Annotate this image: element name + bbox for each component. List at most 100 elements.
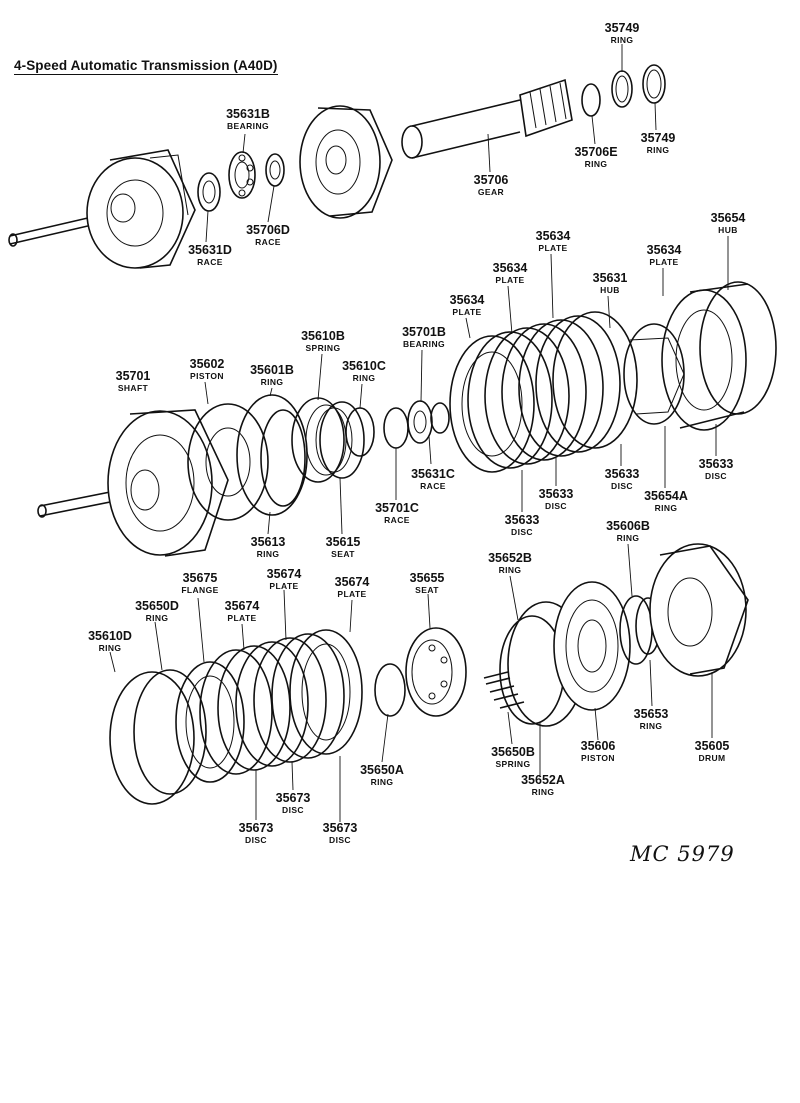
- part-number: 35706D: [246, 223, 290, 237]
- rings-35749: [611, 64, 666, 108]
- part-number: 35605: [694, 739, 730, 753]
- part-name: RACE: [420, 480, 446, 491]
- part-number: 35701C: [375, 501, 419, 515]
- part-number: 35650B: [491, 745, 535, 759]
- part-number: 35655: [409, 571, 445, 585]
- part-name: RING: [98, 642, 122, 653]
- clutch-pack-middle: [449, 311, 638, 473]
- part-name: RACE: [255, 236, 281, 247]
- race-35631d: [197, 172, 221, 212]
- part-number: 35634: [646, 243, 682, 257]
- part-name: PLATE: [452, 306, 482, 317]
- seat-35655: [405, 627, 467, 717]
- part-name: SEAT: [415, 584, 439, 595]
- part-number: 35654A: [644, 489, 688, 503]
- part-number: 35633: [604, 467, 640, 481]
- ring-35650a: [374, 663, 406, 717]
- part-number: 35633: [504, 513, 540, 527]
- part-name: SPRING: [305, 342, 341, 353]
- part-name: DISC: [329, 834, 351, 845]
- part-number: 35652B: [488, 551, 532, 565]
- part-number: 35633: [538, 487, 574, 501]
- part-name: RING: [352, 372, 376, 383]
- rings-35601b-35613: [236, 394, 308, 516]
- part-number: 35615: [325, 535, 361, 549]
- ring-35610d: [109, 671, 195, 805]
- part-number: 35610B: [301, 329, 345, 343]
- part-number: 35673: [238, 821, 274, 835]
- part-name: DISC: [282, 804, 304, 815]
- part-number: 35701: [115, 369, 151, 383]
- part-name: PLATE: [538, 242, 568, 253]
- part-name: RING: [654, 502, 678, 513]
- springs-35650b: [483, 671, 525, 709]
- part-number: 35701B: [402, 325, 446, 339]
- part-name: SHAFT: [117, 382, 149, 393]
- bearing-35631b: [228, 151, 256, 199]
- ring-35706e: [581, 83, 601, 117]
- drum-35605: [649, 543, 749, 677]
- part-number: 35634: [492, 261, 528, 275]
- part-number: 35650A: [360, 763, 404, 777]
- part-name: RING: [260, 376, 284, 387]
- part-number: 35602: [189, 357, 225, 371]
- race-35706d: [265, 153, 285, 187]
- leader-lines: [109, 44, 729, 822]
- part-number: 35634: [535, 229, 571, 243]
- drawing-code: MC 5979: [630, 842, 735, 866]
- part-name: RACE: [384, 514, 410, 525]
- part-name: RING: [256, 548, 280, 559]
- part-name: PLATE: [269, 580, 299, 591]
- part-number: 35610D: [88, 629, 132, 643]
- part-number: 35631C: [411, 467, 455, 481]
- part-name: PLATE: [495, 274, 525, 285]
- part-name: PISTON: [581, 752, 615, 763]
- part-number: 35749: [640, 131, 676, 145]
- part-name: PISTON: [190, 370, 224, 381]
- part-number: 35613: [250, 535, 286, 549]
- ring-35650d: [133, 669, 207, 795]
- clutch-pack-lower: [199, 629, 363, 775]
- part-number: 35675: [182, 571, 218, 585]
- part-number: 35652A: [521, 773, 565, 787]
- part-name: SPRING: [495, 758, 531, 769]
- part-name: PLATE: [227, 612, 257, 623]
- part-name: DRUM: [698, 752, 726, 763]
- part-name: RING: [370, 776, 394, 787]
- part-number: 35654: [710, 211, 746, 225]
